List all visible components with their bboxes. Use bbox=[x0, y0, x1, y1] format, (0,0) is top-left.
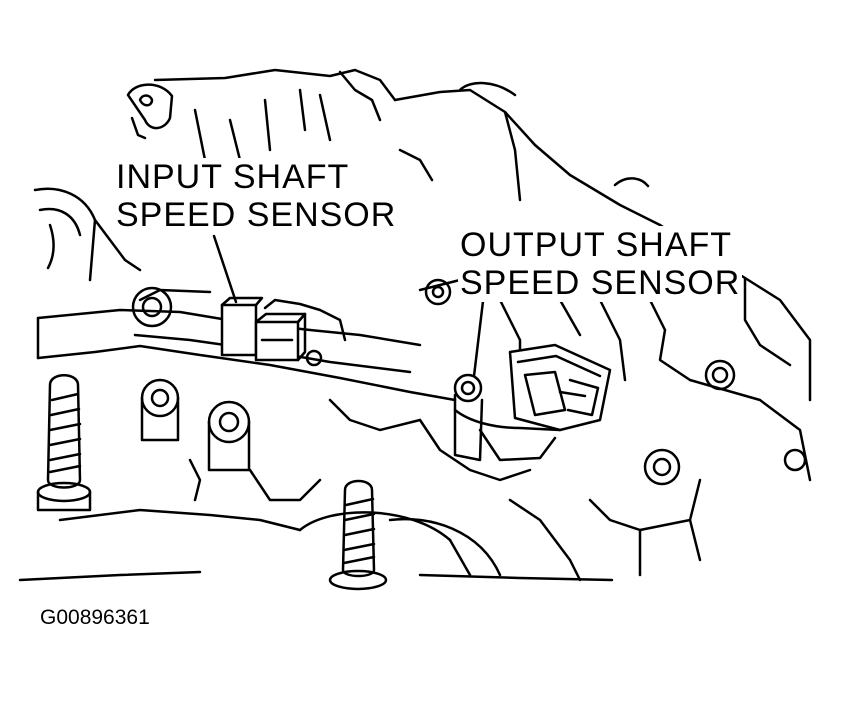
input-sensor-label: INPUT SHAFT SPEED SENSOR bbox=[114, 158, 399, 234]
leader-lines bbox=[212, 234, 486, 378]
output-sensor-label-line1: OUTPUT SHAFT bbox=[460, 226, 733, 264]
input-sensor-leader bbox=[212, 234, 238, 304]
output-sensor-leader bbox=[472, 291, 486, 378]
upper-casting bbox=[126, 68, 662, 227]
output-sensor-label: OUTPUT SHAFT SPEED SENSOR bbox=[458, 226, 743, 302]
lower-case bbox=[18, 398, 702, 582]
input-sensor-body bbox=[220, 296, 347, 367]
bolt-bosses bbox=[131, 278, 681, 486]
input-sensor-label-line1: INPUT SHAFT bbox=[116, 158, 350, 196]
output-sensor-body bbox=[453, 343, 612, 462]
stud-center bbox=[328, 479, 388, 591]
stud-left bbox=[36, 374, 92, 512]
input-sensor-label-line2: SPEED SENSOR bbox=[116, 196, 397, 234]
figure-id: G00896361 bbox=[40, 606, 150, 629]
output-sensor-label-line2: SPEED SENSOR bbox=[460, 264, 741, 302]
left-bearing-housing bbox=[33, 187, 142, 282]
